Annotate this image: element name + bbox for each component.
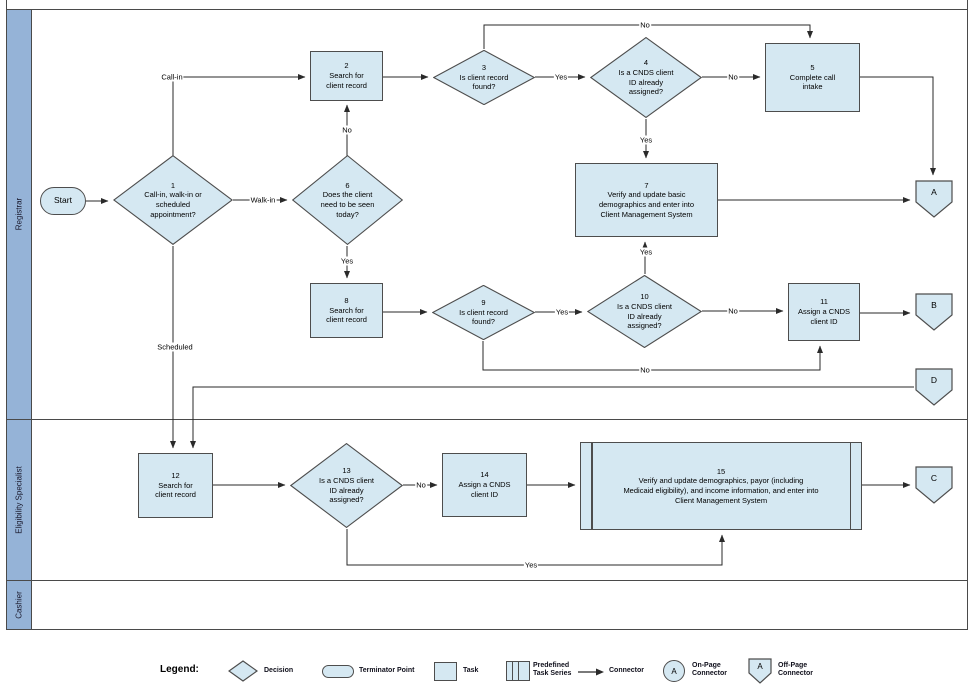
off-page-connector-icon: A [748,658,772,684]
edge-label-no-4-to-5: No [727,72,739,82]
predefined-right-bar [849,442,851,530]
frame-right-border [967,0,968,630]
on-page-connector-icon: A [663,660,685,682]
off-page-connector-b: B [915,293,953,331]
edge-label-walk-in: Walk-in [249,195,277,205]
legend-predefined-label: Predefined Task Series [533,662,572,678]
edge-label-no-10-to-11: No [727,306,739,316]
lane-header-registrar [6,9,32,420]
edge-label-no-6-to-2: No [341,125,353,135]
legend-task-label: Task [463,667,479,674]
terminator-icon [322,665,354,678]
edge-label-yes-9-to-10: Yes [554,307,570,317]
off-page-connector-d: D [915,368,953,406]
edge-label-yes-13-to-15: Yes [523,560,539,570]
off-page-connector-c: C [915,466,953,504]
frame-bottom-line [6,629,968,630]
task-icon [434,662,457,681]
legend-onpage-label: On-Page Connector [692,662,727,678]
start-terminator: Start [40,187,86,215]
lane-divider-eligibility-cashier [6,580,968,581]
frame-top-line [6,9,968,10]
legend-decision-label: Decision [264,667,294,674]
lane-header-cashier [6,580,32,630]
off-page-connector-a: A [915,180,953,218]
lane-divider-registrar-eligibility [6,419,968,420]
edge-label-no-3-to-5: No [639,20,651,30]
legend-title: Legend: [160,664,199,675]
legend-connector-label: Connector [609,667,644,674]
edge-label-scheduled: Scheduled [156,342,194,352]
predefined-left-bar [591,442,593,530]
edge-label-yes-4-to-7: Yes [638,135,654,145]
decision-icon [227,660,259,687]
connector-arrow-icon [578,665,605,683]
edge-label-yes-10-to-7: Yes [638,247,654,257]
legend-offpage-label: Off-Page Connector [778,662,813,678]
edge-label-yes-3-to-4: Yes [553,72,569,82]
edge-label-no-9-to-11: No [639,365,651,375]
predefined-task-icon [506,661,530,681]
legend-terminator-label: Terminator Point [359,667,415,674]
edge-label-no-13-to-14: No [415,480,427,490]
edge-label-yes-6-to-8: Yes [339,256,355,266]
edge-label-call-in: Call-in [160,72,184,82]
